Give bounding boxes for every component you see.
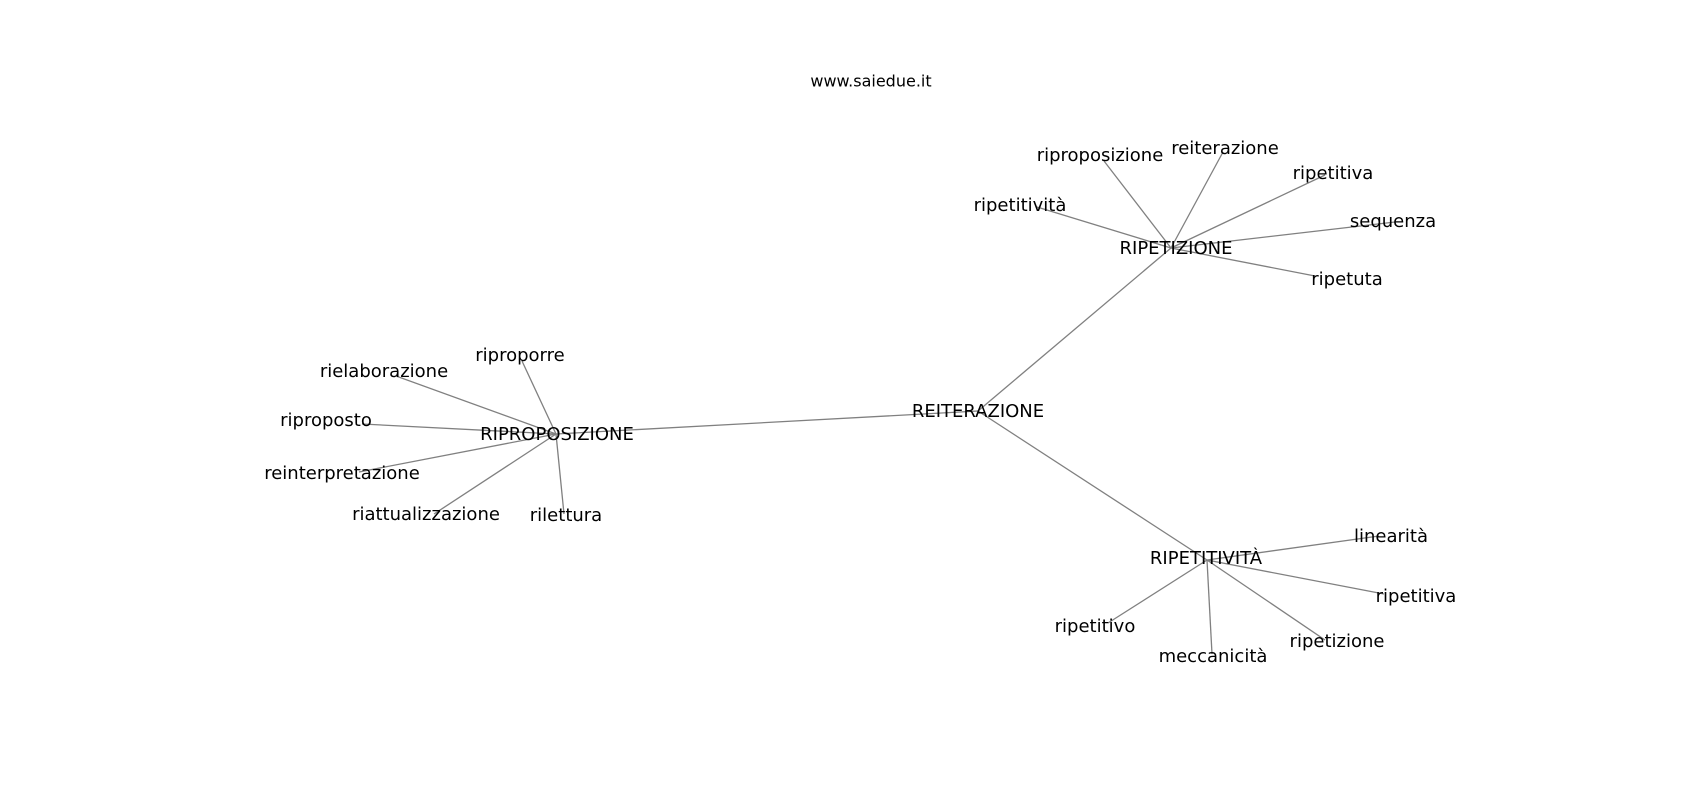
leaf-node-label: linearità — [1354, 526, 1428, 547]
leaf-node-label: ripetizione — [1290, 631, 1385, 652]
edge-hub-leaf — [1206, 535, 1380, 561]
edge-hub-leaf — [433, 433, 557, 515]
edge-hub-leaf — [1206, 559, 1385, 595]
leaf-node-label: ripetitiva — [1293, 163, 1374, 184]
leaf-node-label: riproposto — [280, 410, 372, 431]
leaf-node-label: reinterpretazione — [264, 463, 420, 484]
edge-center-hub — [555, 410, 979, 435]
edge-hub-leaf — [358, 433, 557, 473]
leaf-node-label: riattualizzazione — [352, 504, 500, 525]
leaf-node-label: ripetuta — [1311, 269, 1382, 290]
leaf-node-label: rilettura — [530, 505, 602, 526]
edge-hub-leaf — [361, 423, 557, 435]
edge-hub-leaf — [1036, 206, 1172, 249]
edge-hub-leaf — [1170, 221, 1396, 249]
edge-center-hub — [977, 410, 1208, 561]
edge-hub-leaf — [521, 360, 557, 435]
graph-nodes: REITERAZIONE RIPETIZIONE riproposizione rei… — [264, 138, 1456, 667]
leaf-node-label: ripetitiva — [1376, 586, 1457, 607]
center-node-label: REITERAZIONE — [912, 401, 1044, 422]
leaf-node-label: ripetitivo — [1055, 616, 1136, 637]
leaf-node-label: sequenza — [1350, 211, 1436, 232]
leaf-node-label: rielaborazione — [320, 361, 448, 382]
edge-hub-leaf — [1206, 559, 1213, 655]
edge-hub-leaf — [1170, 174, 1326, 249]
edge-hub-leaf — [555, 433, 565, 515]
graph-edges — [358, 151, 1396, 655]
edge-hub-leaf — [1107, 559, 1208, 624]
hub-node-label: RIPROPOSIZIONE — [480, 424, 634, 445]
leaf-node-label: reiterazione — [1171, 138, 1279, 159]
edge-hub-leaf — [1206, 559, 1326, 641]
edge-hub-leaf — [1170, 247, 1316, 277]
leaf-node-label: meccanicità — [1159, 646, 1268, 667]
leaf-node-label: riproposizione — [1037, 145, 1164, 166]
hub-node-label: RIPETIZIONE — [1120, 238, 1233, 259]
edge-hub-leaf — [1170, 151, 1224, 249]
leaf-node-label: ripetitività — [974, 195, 1067, 216]
edge-hub-leaf — [395, 375, 557, 435]
site-label: www.saiedue.it — [810, 72, 931, 91]
leaf-node-label: riproporre — [475, 345, 564, 366]
edge-hub-leaf — [1103, 160, 1172, 249]
hub-node-label: RIPETITIVITÀ — [1150, 547, 1263, 569]
edge-center-hub — [977, 247, 1172, 412]
